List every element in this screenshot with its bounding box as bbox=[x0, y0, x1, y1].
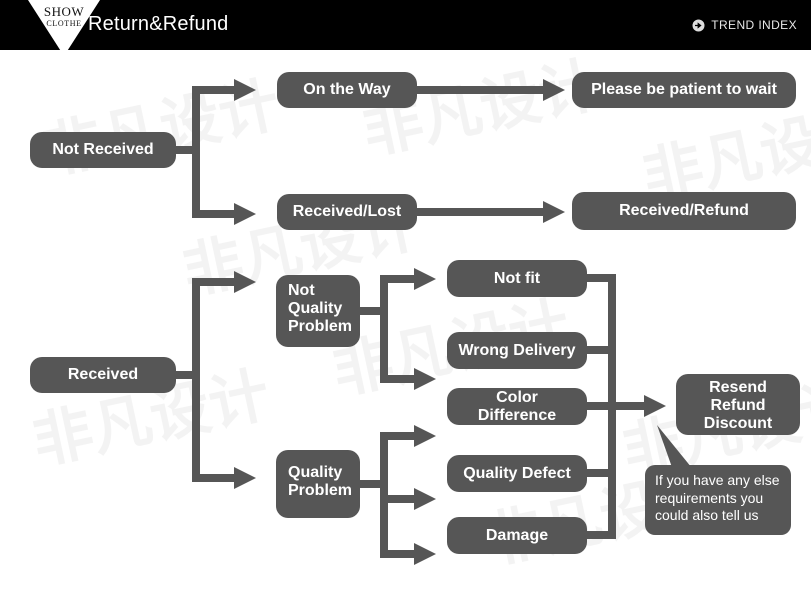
arrow-to-color-difference bbox=[414, 425, 436, 447]
arrow-to-not-fit bbox=[414, 268, 436, 290]
connector-stem bbox=[176, 146, 200, 154]
node-color-difference[interactable]: Color Difference bbox=[447, 388, 587, 425]
node-received-refund[interactable]: Received/Refund bbox=[572, 192, 796, 230]
node-not-received[interactable]: Not Received bbox=[30, 132, 176, 168]
circle-arrow-right-icon bbox=[692, 19, 705, 31]
connector-branch bbox=[192, 278, 236, 286]
arrow-to-outcome bbox=[644, 395, 666, 417]
brand-logo: SHOW CLOTHE bbox=[28, 0, 100, 56]
arrow-to-damage bbox=[414, 543, 436, 565]
connector-branch bbox=[380, 375, 416, 383]
node-line-1: Not bbox=[288, 282, 315, 299]
node-quality-problem[interactable]: Quality Problem bbox=[276, 450, 360, 518]
arrow-to-not-quality-problem bbox=[234, 271, 256, 293]
node-on-the-way[interactable]: On the Way bbox=[277, 72, 417, 108]
trend-index-badge: TREND INDEX bbox=[692, 18, 797, 32]
connector-merge bbox=[587, 274, 616, 282]
logo-primary-text: SHOW bbox=[43, 4, 85, 19]
node-line-3: Problem bbox=[288, 317, 353, 335]
arrow-to-received-refund bbox=[543, 201, 565, 223]
arrow-to-quality-defect bbox=[414, 488, 436, 510]
callout-note: If you have any else requirements you co… bbox=[645, 465, 791, 535]
connector-stem bbox=[360, 307, 386, 315]
connector-bus-vertical bbox=[380, 275, 388, 383]
connector-stem bbox=[176, 371, 200, 379]
diagram-canvas: 非凡设计 非凡设计 非凡设计 非凡设计 非凡设计 非凡设计 非凡设计 非凡设计 … bbox=[0, 50, 811, 605]
arrow-to-on-the-way bbox=[234, 79, 256, 101]
callout-pointer-icon bbox=[657, 425, 696, 473]
callout-line-2: requirements you bbox=[655, 489, 764, 506]
logo-secondary-text: CLOTHE bbox=[46, 19, 82, 28]
node-please-be-patient[interactable]: Please be patient to wait bbox=[572, 72, 796, 108]
connector-branch bbox=[380, 432, 416, 440]
node-line-2: Problem bbox=[288, 481, 353, 499]
connector-branch bbox=[380, 275, 416, 283]
arrow-to-wrong-delivery bbox=[414, 368, 436, 390]
page-title: Return&Refund bbox=[88, 13, 229, 35]
watermark: 非凡设计 bbox=[34, 56, 287, 191]
arrow-to-received-lost bbox=[234, 203, 256, 225]
logo-triangle-icon bbox=[28, 0, 100, 56]
trend-index-label: TREND INDEX bbox=[711, 18, 797, 32]
page-header: SHOW CLOTHE Return&Refund TREND INDEX bbox=[0, 0, 811, 56]
connector-bus-vertical bbox=[192, 278, 200, 482]
node-line-1: Quality bbox=[288, 464, 343, 481]
arrow-to-quality-problem bbox=[234, 467, 256, 489]
node-quality-defect[interactable]: Quality Defect bbox=[447, 455, 587, 492]
node-wrong-delivery[interactable]: Wrong Delivery bbox=[447, 332, 587, 369]
node-damage[interactable]: Damage bbox=[447, 517, 587, 554]
node-received[interactable]: Received bbox=[30, 357, 176, 393]
connector-branch bbox=[192, 86, 236, 94]
node-received-lost[interactable]: Received/Lost bbox=[277, 194, 417, 230]
node-resend-refund-discount[interactable]: Resend Refund Discount bbox=[676, 374, 800, 435]
node-line-3: Discount bbox=[703, 414, 773, 432]
connector-branch bbox=[380, 550, 416, 558]
connector-line bbox=[417, 86, 545, 94]
connector-branch bbox=[380, 495, 416, 503]
connector-branch bbox=[192, 474, 236, 482]
node-not-quality-problem[interactable]: Not Quality Problem bbox=[276, 275, 360, 347]
callout-line-1: If you have any else bbox=[655, 472, 780, 488]
connector-merge bbox=[587, 402, 616, 410]
arrow-to-be-patient bbox=[543, 79, 565, 101]
node-line-1: Resend bbox=[709, 379, 767, 396]
connector-merge bbox=[587, 531, 616, 539]
node-line-2: Refund bbox=[710, 396, 766, 414]
connector-merge bbox=[587, 469, 616, 477]
connector-merge bbox=[587, 346, 616, 354]
connector-bus-vertical bbox=[192, 86, 200, 218]
node-not-fit[interactable]: Not fit bbox=[447, 260, 587, 297]
connector-line bbox=[417, 208, 545, 216]
callout-line-3: could also tell us bbox=[655, 507, 759, 523]
connector-branch bbox=[192, 210, 236, 218]
connector-stem bbox=[360, 480, 386, 488]
node-line-2: Quality bbox=[288, 299, 343, 317]
connector-line bbox=[608, 402, 646, 410]
